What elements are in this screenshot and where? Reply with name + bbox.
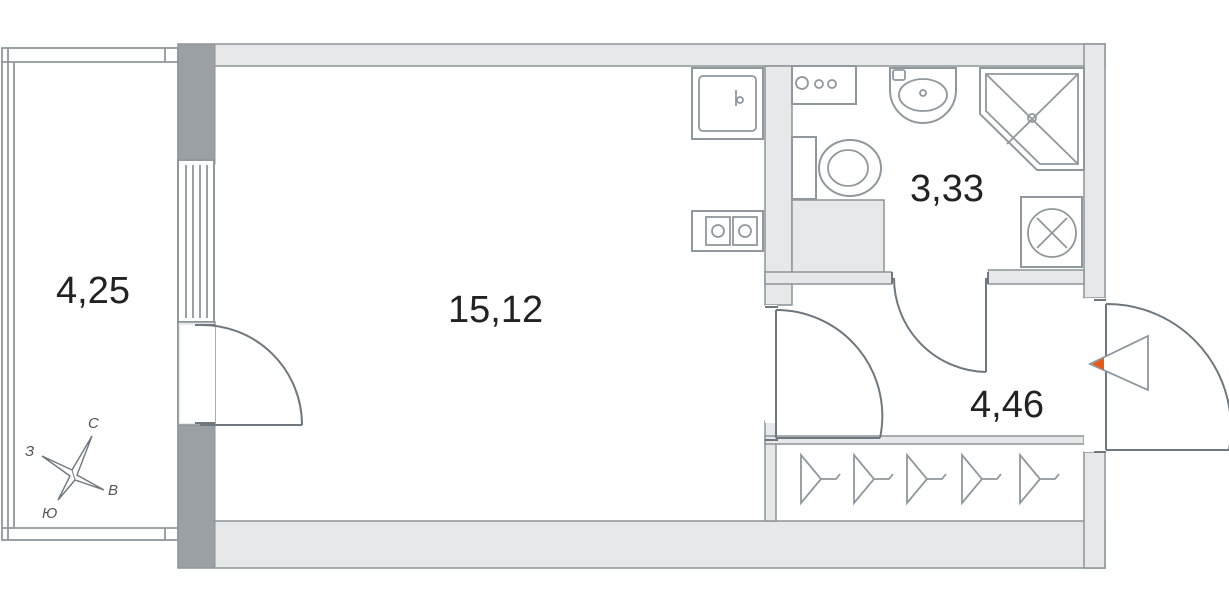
- wardrobe: [800, 452, 1060, 506]
- compass-north: С: [88, 415, 99, 432]
- hanger-icon: [1019, 452, 1060, 506]
- washbasin: [889, 67, 957, 124]
- room-door: [765, 305, 884, 441]
- bathroom-area: 3,33: [910, 168, 984, 210]
- kitchen-sink: [691, 67, 764, 140]
- hanger-icon: [906, 452, 947, 506]
- entrance-arrow-icon: [1087, 334, 1149, 392]
- compass-west: З: [25, 443, 34, 460]
- compass-rose-icon: С З В Ю: [25, 415, 118, 522]
- balcony-area: 4,25: [56, 270, 130, 312]
- washing-machine: [1020, 196, 1083, 268]
- balcony-door: [177, 321, 303, 426]
- hanger-icon: [853, 452, 894, 506]
- compass-east: В: [108, 482, 118, 499]
- toilet: [791, 136, 882, 200]
- living-room-area: 15,12: [448, 289, 543, 331]
- entrance-door: [1084, 298, 1229, 453]
- hanger-icon: [800, 452, 841, 506]
- exterior-walls: [177, 43, 1106, 569]
- shower-tray: [979, 67, 1085, 171]
- bathroom-door: [891, 270, 989, 373]
- hallway-area: 4,46: [970, 384, 1044, 426]
- hanger-icon: [961, 452, 1002, 506]
- counter-panel: [791, 65, 857, 105]
- window: [177, 159, 215, 323]
- cooktop: [691, 210, 764, 252]
- interior-walls: [764, 65, 1085, 522]
- compass-south: Ю: [42, 505, 57, 522]
